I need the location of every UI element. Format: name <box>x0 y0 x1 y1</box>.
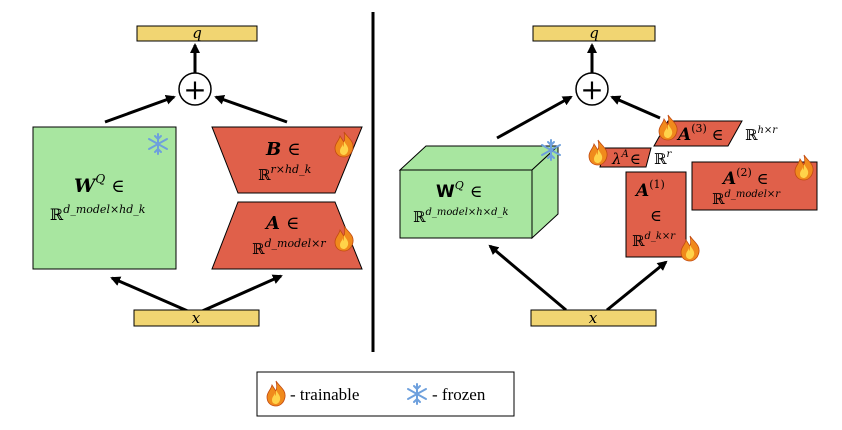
legend: - trainable - frozen <box>256 371 515 417</box>
left-panel: q + WQ∈ ℝd_model×hd_k B∈ ℝr×hd_k A∈ ℝd_m… <box>32 24 363 327</box>
right-frozen-space: ℝd_model×h×d_k <box>413 207 509 226</box>
left-matrix-a-symbol: A∈ <box>264 213 299 234</box>
flame-icon <box>794 154 814 181</box>
flame-icon <box>588 139 608 166</box>
left-arrow-w-to-sum <box>104 95 176 124</box>
right-input-label: x <box>589 309 598 327</box>
right-matrix-a2-space: ℝd_model×r <box>712 189 781 208</box>
right-matrix-a1-in: ∈ <box>650 206 662 225</box>
left-sum-symbol: + <box>183 73 206 106</box>
right-output-label: q <box>589 24 599 42</box>
left-frozen-space: ℝd_model×hd_k <box>50 203 146 224</box>
left-input-box <box>133 309 260 327</box>
flame-icon <box>658 114 678 141</box>
right-input-box <box>530 309 657 327</box>
legend-frozen-label: - frozen <box>432 385 486 404</box>
right-panel: q + WQ∈ ℝd_model×h×d_k A(3)∈ ℝh×r λA∈ ℝr… <box>398 24 818 327</box>
left-frozen-symbol: WQ∈ <box>74 172 125 197</box>
right-matrix-a1-space: ℝd_k×r <box>632 231 676 250</box>
right-matrix-a3-space: ℝh×r <box>745 125 778 144</box>
left-arrow-x-to-w <box>110 276 191 314</box>
left-matrix-b-space: ℝr×hd_k <box>258 163 312 184</box>
right-matrix-a2-symbol: A(2)∈ <box>721 166 769 189</box>
left-matrix-b <box>211 126 363 194</box>
right-matrix-a1-symbol: A(1) <box>634 178 665 201</box>
left-arrow-b-to-sum <box>214 94 288 124</box>
left-input-label: x <box>192 309 201 327</box>
right-frozen-tensor-top <box>398 145 560 171</box>
right-matrix-a1 <box>625 171 687 258</box>
left-arrow-x-to-a <box>199 274 283 314</box>
left-output-label: q <box>192 24 202 42</box>
left-matrix-b-symbol: B∈ <box>265 139 301 160</box>
left-matrix-a-space: ℝd_model×r <box>252 237 326 258</box>
left-output-box <box>136 25 258 42</box>
right-frozen-symbol: WQ∈ <box>436 179 482 202</box>
right-arrow-w-to-sum <box>496 95 573 140</box>
right-lambda-symbol: λA∈ <box>611 149 641 168</box>
right-frozen-tensor <box>399 169 533 239</box>
left-matrix-a <box>211 201 363 270</box>
left-frozen-matrix <box>32 126 177 270</box>
legend-trainable-label: - trainable <box>290 385 359 404</box>
right-arrow-a-to-sum <box>610 95 661 120</box>
right-arrow-x-to-w <box>488 244 567 312</box>
right-sum-symbol: + <box>580 73 603 106</box>
legend-box <box>256 371 515 417</box>
right-arrow-x-to-a <box>606 260 668 312</box>
right-matrix-a3-symbol: A(3)∈ <box>676 122 724 145</box>
right-output-box <box>532 25 656 42</box>
right-lambda-space: ℝr <box>654 149 672 168</box>
